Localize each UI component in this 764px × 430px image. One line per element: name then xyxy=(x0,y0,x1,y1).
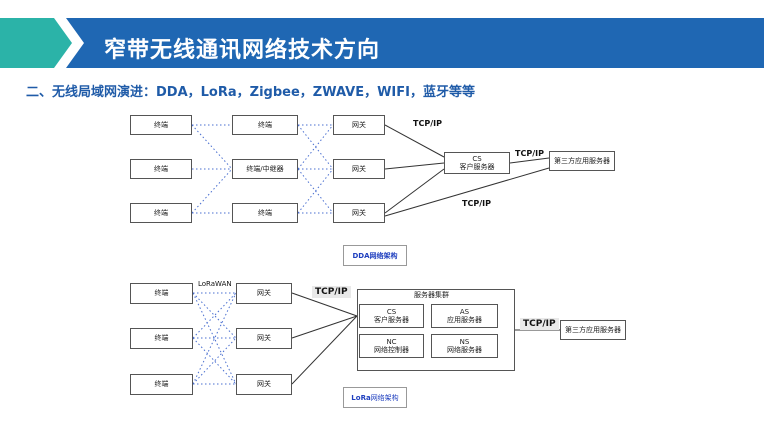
lora-ns-server: NS 网络服务器 xyxy=(431,334,498,358)
lora-gateway-1: 网关 xyxy=(236,283,292,304)
lora-third-party-server: 第三方应用服务器 xyxy=(560,320,626,340)
dda-tcpip-label-2: TCP/IP xyxy=(515,149,544,158)
lora-gateway-3: 网关 xyxy=(236,374,292,395)
lora-ns-name: 网络服务器 xyxy=(447,346,482,354)
dda-terminal-3: 终端 xyxy=(130,203,192,223)
server-cluster-title: 服务器集群 xyxy=(414,291,449,299)
dda-tcpip-label-3: TCP/IP xyxy=(462,199,491,208)
header-banner: 窄带无线通讯网络技术方向 xyxy=(0,14,764,72)
lora-cs-name: 客户服务器 xyxy=(374,316,409,324)
dda-caption: DDA网络架构 xyxy=(343,245,407,266)
lora-gateway-2: 网关 xyxy=(236,328,292,349)
lora-nc-name: 网络控制器 xyxy=(374,346,409,354)
dda-relay-terminal-3: 终端 xyxy=(232,203,298,223)
server-cluster xyxy=(357,289,515,371)
banner-background xyxy=(0,18,764,68)
dda-terminal-2: 终端 xyxy=(130,159,192,179)
lorawan-label: LoRaWAN xyxy=(198,280,232,288)
section-subtitle: 二、无线局域网演进：DDA，LoRa，Zigbee，ZWAVE，WIFI，蓝牙等… xyxy=(26,85,475,100)
lora-caption-rest: 网络架构 xyxy=(370,393,399,402)
lora-cs-code: CS xyxy=(386,307,397,316)
lora-caption-bold: LoRa xyxy=(351,393,371,402)
dda-terminal-1: 终端 xyxy=(130,115,192,135)
lora-terminal-3: 终端 xyxy=(130,374,193,395)
dda-cs-code: CS xyxy=(472,154,482,163)
lora-as-code: AS xyxy=(459,307,470,316)
page-title: 窄带无线通讯网络技术方向 xyxy=(104,38,381,63)
dda-gateway-1: 网关 xyxy=(333,115,385,135)
dda-relay-terminal-1: 终端 xyxy=(232,115,298,135)
dda-cs-name: 客户服务器 xyxy=(459,163,495,171)
lora-terminal-2: 终端 xyxy=(130,328,193,349)
lora-terminal-1: 终端 xyxy=(130,283,193,304)
lora-tcpip-label-1: TCP/IP xyxy=(312,286,351,298)
dda-gateway-3: 网关 xyxy=(333,203,385,223)
lora-tcpip-label-2: TCP/IP xyxy=(520,318,559,330)
lora-as-name: 应用服务器 xyxy=(447,316,482,324)
dda-relay: 终端/中继器 xyxy=(232,159,298,179)
dda-cs-server: CS 客户服务器 xyxy=(444,152,510,174)
lora-as-server: AS 应用服务器 xyxy=(431,304,498,328)
lora-nc-controller: NC 网络控制器 xyxy=(359,334,424,358)
lora-ns-code: NS xyxy=(459,337,470,346)
dda-tcpip-label-1: TCP/IP xyxy=(413,119,442,128)
dda-third-party-server: 第三方应用服务器 xyxy=(549,151,615,171)
lora-nc-code: NC xyxy=(386,337,397,346)
lora-cs-server: CS 客户服务器 xyxy=(359,304,424,328)
dda-gateway-2: 网关 xyxy=(333,159,385,179)
